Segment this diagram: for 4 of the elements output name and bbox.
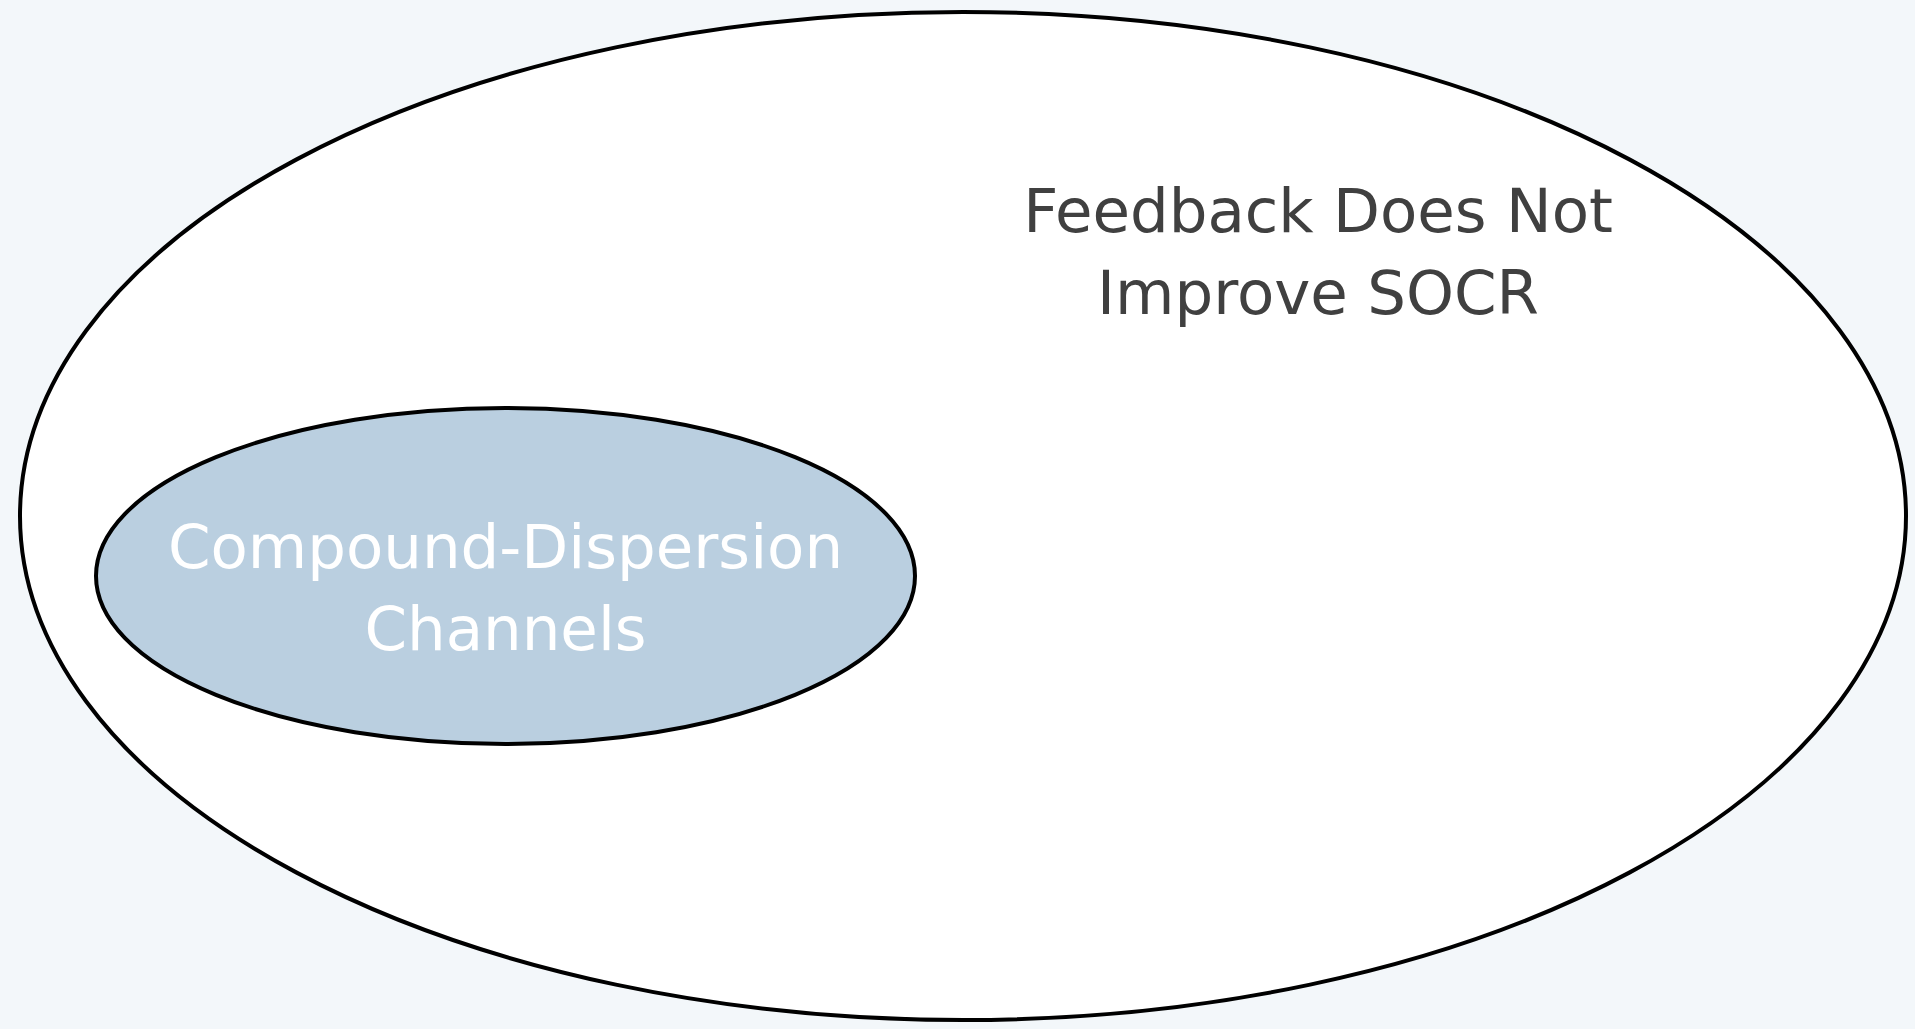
set-ellipse xyxy=(94,406,917,746)
set-label: Feedback Does Not Improve SOCR xyxy=(1022,174,1614,330)
set-ellipse xyxy=(18,10,1908,1022)
set-label: Compound-Dispersion Channels xyxy=(166,510,845,666)
